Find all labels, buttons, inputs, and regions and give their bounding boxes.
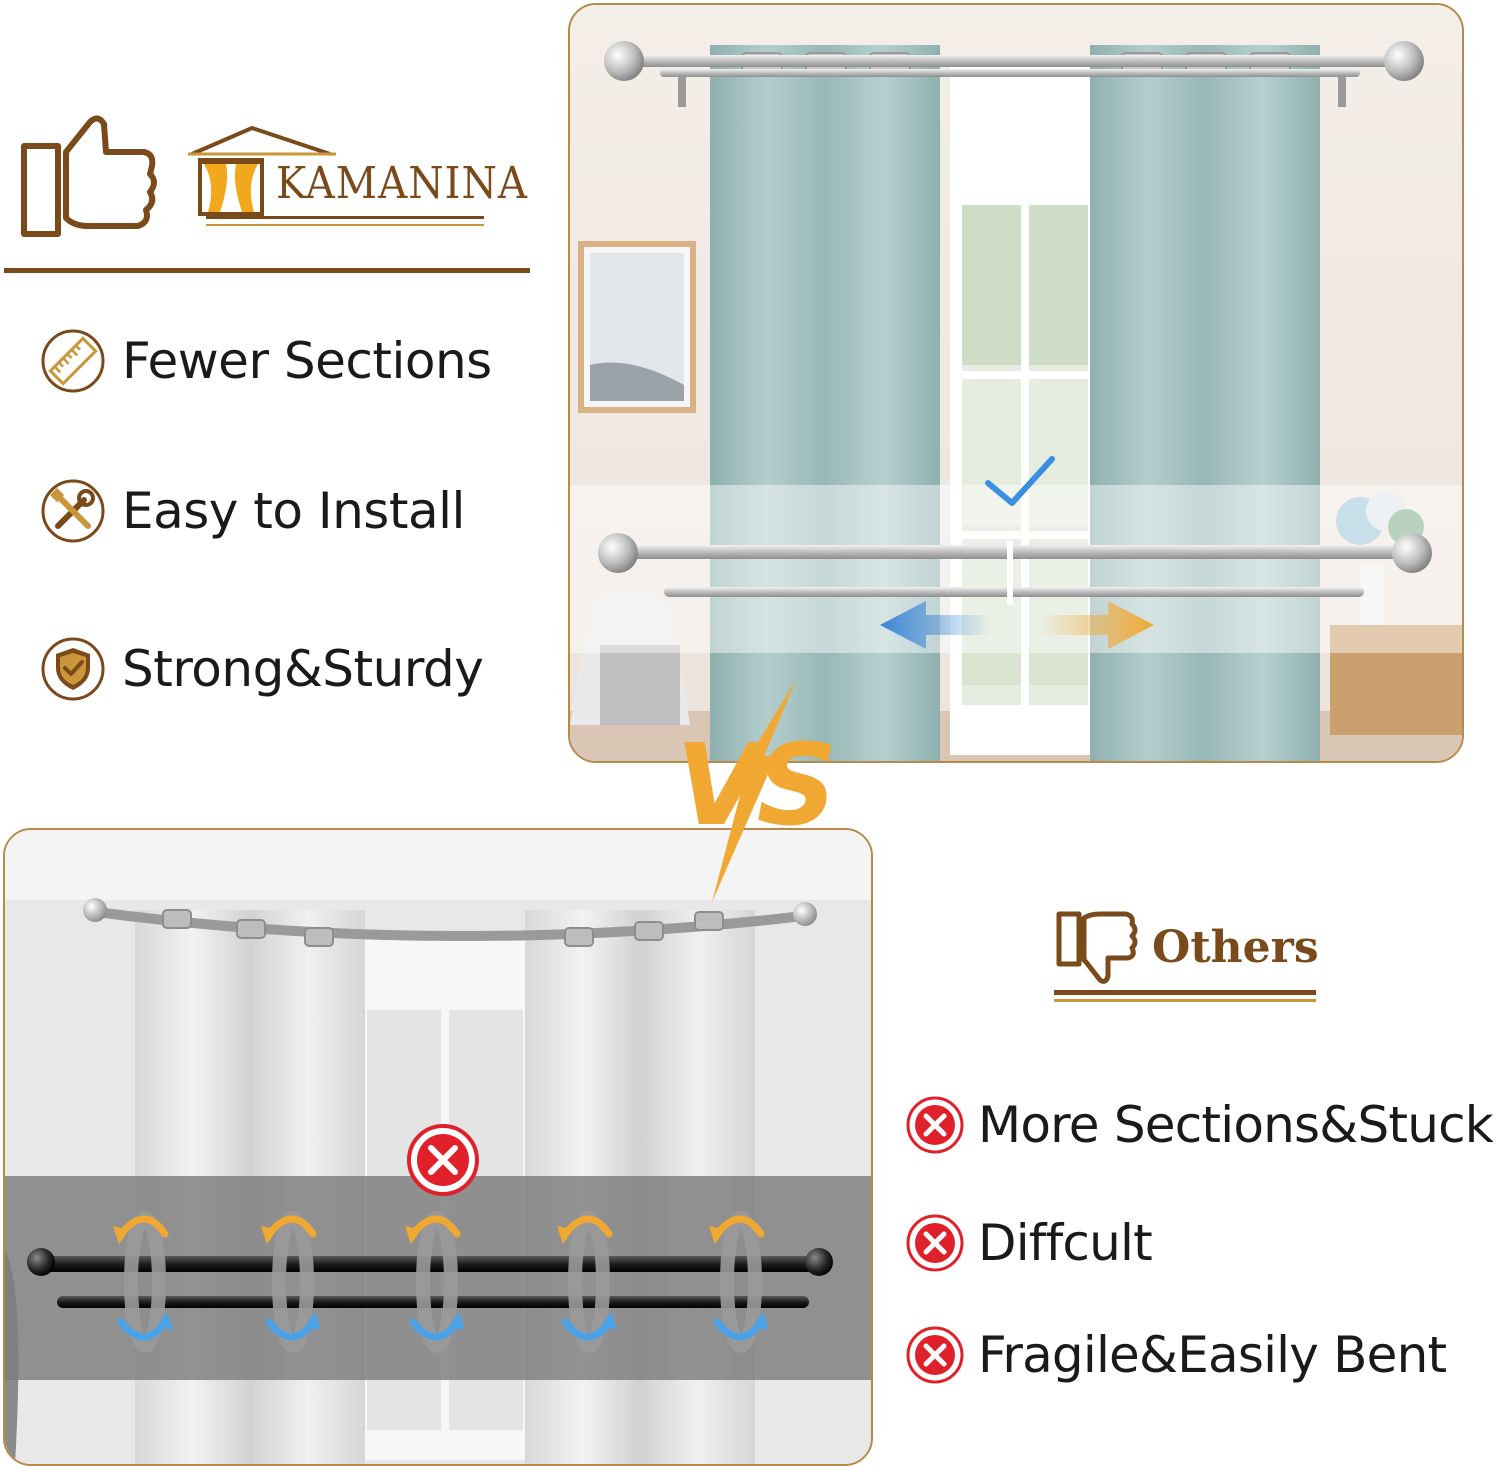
drawback-item: Diffcult bbox=[906, 1214, 1153, 1272]
thumbs-down-icon bbox=[1056, 911, 1138, 984]
feature-label: Easy to Install bbox=[122, 482, 465, 540]
feature-label: Fewer Sections bbox=[122, 332, 492, 390]
x-circle-icon bbox=[906, 1326, 964, 1384]
feature-item: Easy to Install bbox=[40, 478, 465, 544]
tools-icon bbox=[41, 479, 105, 543]
brand-underline-accent bbox=[206, 224, 484, 226]
product-photo bbox=[568, 3, 1464, 763]
feature-item: Fewer Sections bbox=[40, 328, 492, 394]
ruler-icon bbox=[41, 329, 105, 393]
competitor-photo bbox=[3, 828, 873, 1466]
feature-label: Strong&Sturdy bbox=[122, 640, 484, 698]
competitor-photo-illustration bbox=[5, 830, 871, 1464]
vs-label: VS bbox=[676, 721, 832, 851]
product-photo-illustration bbox=[570, 5, 1462, 761]
drawback-item: More Sections&Stuck bbox=[906, 1096, 1494, 1154]
others-title: Others bbox=[1152, 922, 1319, 973]
thumbs-up-icon bbox=[21, 115, 157, 237]
drawback-label: Fragile&Easily Bent bbox=[978, 1326, 1447, 1384]
section-divider bbox=[4, 268, 530, 273]
shield-check-icon bbox=[41, 637, 105, 701]
brand-underline bbox=[206, 216, 484, 219]
others-underline-accent bbox=[1054, 999, 1316, 1002]
others-underline bbox=[1054, 990, 1316, 995]
vs-mark: VS bbox=[676, 680, 838, 902]
brand-name: KAMANINA bbox=[276, 158, 528, 209]
brand-logo-icon bbox=[188, 125, 336, 216]
drawback-label: More Sections&Stuck bbox=[978, 1096, 1494, 1154]
x-circle-icon bbox=[906, 1096, 964, 1154]
drawback-item: Fragile&Easily Bent bbox=[906, 1326, 1447, 1384]
x-circle-icon bbox=[906, 1214, 964, 1272]
drawback-label: Diffcult bbox=[978, 1214, 1153, 1272]
feature-item: Strong&Sturdy bbox=[40, 636, 484, 702]
